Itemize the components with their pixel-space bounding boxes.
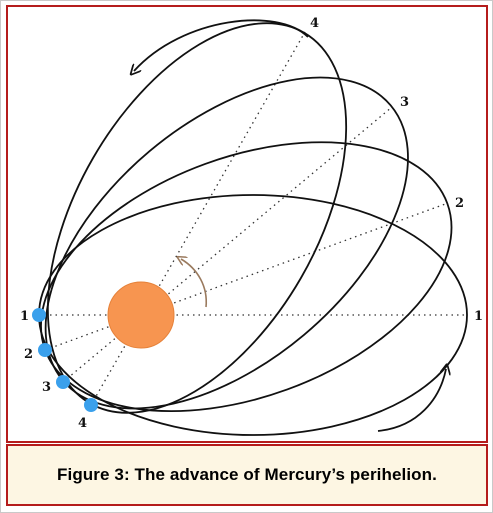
- perihelion-label-1: 1: [20, 309, 29, 324]
- aphelion-label-4: 4: [310, 16, 319, 31]
- orbit-mask: [474, 307, 486, 441]
- orbits: [38, 22, 468, 436]
- perihelion-label-2: 2: [24, 347, 33, 362]
- perihelion-marker-1: [32, 308, 46, 322]
- aphelion-label-1: 1: [474, 309, 483, 324]
- perihelion-label-3: 3: [42, 380, 51, 395]
- apsidal-lines: [39, 31, 466, 406]
- caption-panel: Figure 3: The advance of Mercury’s perih…: [6, 444, 488, 506]
- figure-caption: Figure 3: The advance of Mercury’s perih…: [57, 465, 437, 484]
- aphelion-label-3: 3: [400, 95, 409, 110]
- apsidal-line-2: [44, 202, 449, 351]
- aphelion-label-2: 2: [455, 196, 464, 211]
- perihelion-label-4: 4: [78, 416, 87, 431]
- apsidal-line-4: [90, 31, 306, 406]
- perihelion-marker-2: [38, 343, 52, 357]
- orbit-direction-arrow-top: [134, 19, 309, 71]
- sun: [107, 281, 175, 349]
- perihelion-markers: [32, 308, 98, 412]
- orbit-direction-arrow-bottom: [377, 369, 446, 432]
- diagram-panel: 4 3 2 1 1 2 3 4: [6, 5, 488, 443]
- orbit-2: [40, 141, 453, 413]
- perihelion-marker-4: [84, 398, 98, 412]
- precession-arrow: [181, 259, 207, 308]
- perihelion-marker-3: [56, 375, 70, 389]
- apsidal-line-3: [62, 106, 393, 383]
- perihelion-diagram: 4 3 2 1 1 2 3 4: [20, 16, 486, 441]
